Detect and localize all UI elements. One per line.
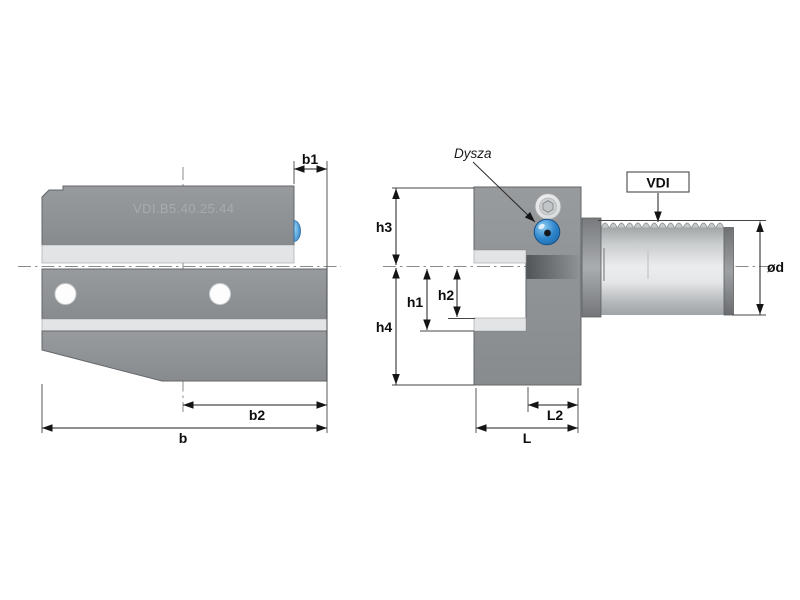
dim-label-h2: h2 bbox=[438, 287, 455, 303]
side-view-middle-block bbox=[41, 268, 328, 320]
nozzle-callout-leader bbox=[472, 161, 536, 223]
dim-label-b: b bbox=[179, 430, 188, 446]
vdi-shank-cylinder bbox=[601, 227, 724, 315]
dim-label-od: ød bbox=[767, 259, 784, 275]
coolant-nozzle-bore bbox=[544, 229, 551, 237]
dim-label-L: L bbox=[523, 430, 532, 446]
product-code-engraving: VDI.B5.40.25.44 bbox=[133, 201, 234, 216]
clamp-screw-hole-left bbox=[54, 283, 77, 305]
coolant-nozzle-side-profile bbox=[293, 220, 301, 242]
shank-flange bbox=[581, 217, 602, 318]
dim-label-b2: b2 bbox=[249, 407, 266, 423]
vdi-callout-label: VDI bbox=[646, 175, 669, 191]
slot-top-face bbox=[473, 249, 527, 264]
side-view-lower-block bbox=[41, 330, 328, 382]
front-view-body bbox=[473, 186, 582, 386]
dim-label-L2: L2 bbox=[547, 407, 564, 423]
vdi-callout-box bbox=[626, 171, 690, 193]
dim-label-h3: h3 bbox=[376, 219, 393, 235]
slot-bottom-face bbox=[473, 317, 527, 332]
nozzle-callout-label: Dysza bbox=[454, 146, 492, 161]
clamp-screw-hole-right bbox=[209, 283, 231, 305]
dim-label-h4: h4 bbox=[376, 319, 393, 335]
shank-serrations bbox=[600, 222, 725, 230]
dim-label-b1: b1 bbox=[302, 151, 319, 167]
front-view: Dysza VDI h3 h4 h1 h2 L2 L ød bbox=[376, 146, 784, 446]
slot-shadow bbox=[526, 255, 582, 279]
side-view: VDI.B5.40.25.44 b1 b2 b bbox=[18, 151, 341, 446]
nozzle-highlight bbox=[538, 223, 545, 230]
side-view-upper-insert-strip bbox=[41, 244, 295, 264]
side-view-lower-insert-strip bbox=[41, 318, 328, 332]
dim-label-h1: h1 bbox=[407, 294, 424, 310]
shank-end-cap bbox=[723, 227, 734, 316]
hex-socket-icon bbox=[542, 200, 554, 213]
